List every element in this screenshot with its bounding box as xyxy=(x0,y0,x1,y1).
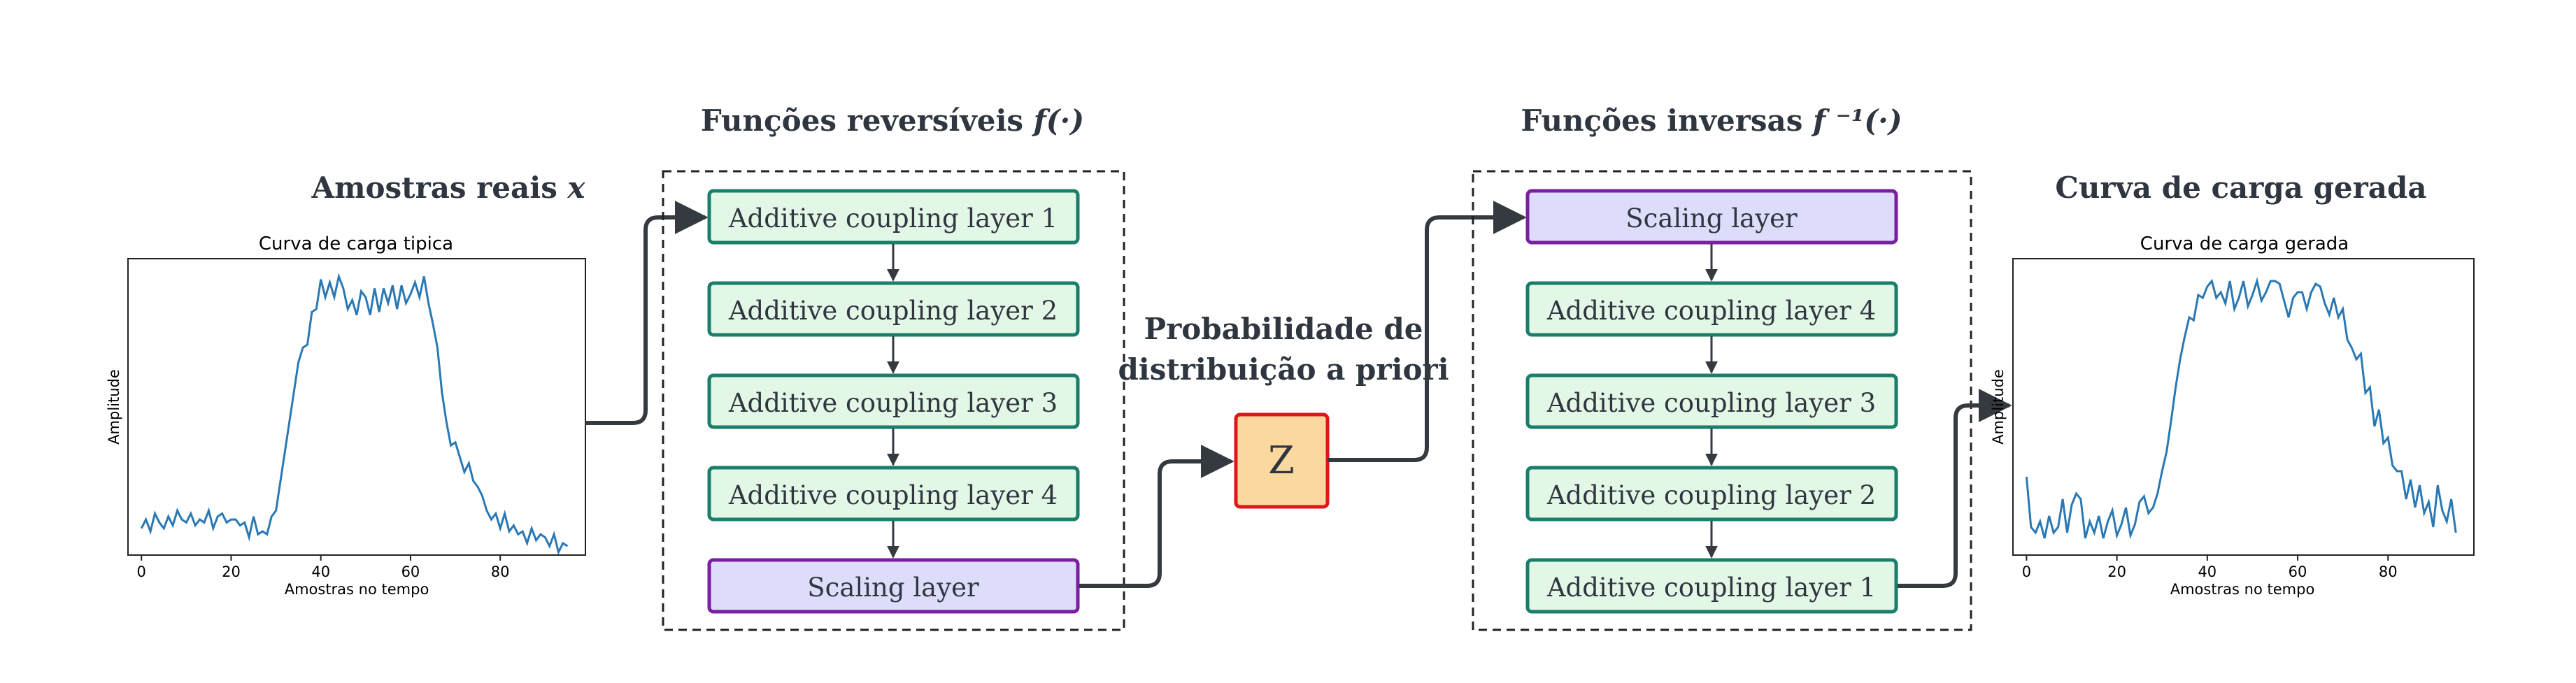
left-panel-title: Amostras reais x xyxy=(311,171,585,205)
right-x-axis: 0 20 40 60 80 xyxy=(2022,555,2398,580)
right-chart-frame xyxy=(2012,258,2475,556)
left-x-tick-label: 20 xyxy=(222,563,241,580)
arrow-plot-to-forward xyxy=(585,201,709,425)
forward-group-box xyxy=(662,170,1125,631)
inverse-functions-group: Funções inversas f ⁻¹(·) Scaling layer A… xyxy=(1472,103,1972,631)
left-y-label: Amplitude xyxy=(106,369,122,445)
prior-title-line-2: distribuição a priori xyxy=(1118,352,1449,387)
forward-functions-group: Funções reversíveis f(·) Additive coupli… xyxy=(662,103,1125,631)
inverse-layer-2-label: Additive coupling layer 2 xyxy=(1546,480,1876,510)
left-chart-title: Curva de carga tipica xyxy=(259,233,453,254)
forward-scaling-layer xyxy=(707,558,1080,614)
inverse-scaling-layer-label: Scaling layer xyxy=(1625,203,1798,233)
forward-layer-3-label: Additive coupling layer 3 xyxy=(728,388,1058,418)
inverse-layer-4-label: Additive coupling layer 4 xyxy=(1546,296,1876,326)
left-plot-panel: Amostras reais x Curva de carga tipica 0… xyxy=(106,171,586,598)
inverse-layer-1-label: Additive coupling layer 1 xyxy=(1546,573,1876,603)
arrow-z-to-inverse xyxy=(1328,201,1527,462)
forward-layer-4 xyxy=(707,466,1080,522)
inverse-scaling-layer xyxy=(1525,189,1898,245)
arrow-inverse-to-plot xyxy=(1898,389,2012,588)
inverse-layer-3 xyxy=(1525,373,1898,429)
arrow-forward-to-z xyxy=(1079,445,1234,588)
inverse-layer-3-label: Additive coupling layer 3 xyxy=(1546,388,1876,418)
inverse-group-title: Funções inversas f ⁻¹(·) xyxy=(1521,103,1902,138)
right-x-tick-label: 0 xyxy=(2022,563,2031,580)
left-x-tick-label: 60 xyxy=(401,563,420,580)
prior-distribution: Probabilidade de distribuição a priori Z xyxy=(1118,312,1449,509)
forward-layer-1 xyxy=(707,189,1080,245)
left-x-label: Amostras no tempo xyxy=(285,581,429,598)
inverse-group-box xyxy=(1472,170,1972,631)
forward-layer-4-label: Additive coupling layer 4 xyxy=(728,480,1058,510)
inverse-layer-1 xyxy=(1525,558,1898,614)
right-chart-title: Curva de carga gerada xyxy=(2140,233,2349,254)
right-plot-panel: Curva de carga gerada Curva de carga ger… xyxy=(1990,171,2475,598)
forward-layer-2-label: Additive coupling layer 2 xyxy=(728,296,1058,326)
left-chart-frame xyxy=(127,258,586,556)
left-x-tick-label: 40 xyxy=(311,563,330,580)
forward-scaling-layer-label: Scaling layer xyxy=(807,573,979,603)
left-x-axis: 0 20 40 60 80 xyxy=(137,555,510,580)
right-y-label: Amplitude xyxy=(1990,369,2007,445)
right-panel-title: Curva de carga gerada xyxy=(2055,171,2426,205)
left-x-tick-label: 80 xyxy=(491,563,510,580)
inverse-layer-4 xyxy=(1525,281,1898,337)
right-x-tick-label: 20 xyxy=(2107,563,2126,580)
z-latent-label: Z xyxy=(1268,438,1295,482)
right-x-label: Amostras no tempo xyxy=(2170,581,2315,598)
left-series-line xyxy=(140,273,569,556)
prior-title-line-1: Probabilidade de xyxy=(1144,312,1423,346)
right-series-line xyxy=(2025,277,2457,540)
forward-layer-3 xyxy=(707,373,1080,429)
left-x-tick-label: 0 xyxy=(137,563,146,580)
forward-layer-1-label: Additive coupling layer 1 xyxy=(728,203,1058,233)
right-x-tick-label: 60 xyxy=(2289,563,2307,580)
right-x-tick-label: 40 xyxy=(2198,563,2216,580)
right-x-tick-label: 80 xyxy=(2379,563,2398,580)
forward-layer-2 xyxy=(707,281,1080,337)
forward-group-title: Funções reversíveis f(·) xyxy=(701,103,1084,138)
inverse-layer-2 xyxy=(1525,466,1898,522)
